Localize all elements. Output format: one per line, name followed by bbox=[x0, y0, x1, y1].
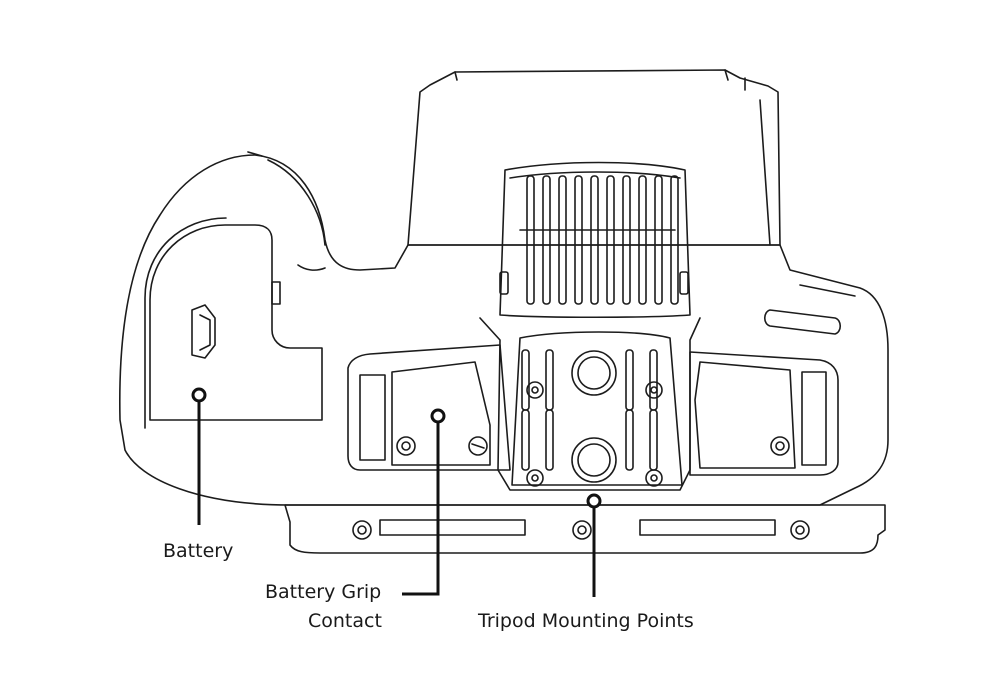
grill-slat bbox=[622, 175, 631, 305]
plate-slot bbox=[625, 409, 634, 471]
grill-slat bbox=[654, 175, 663, 305]
plate-slot bbox=[521, 349, 530, 411]
callout-battery-grip-contact bbox=[402, 408, 446, 596]
bottom-plate bbox=[284, 504, 886, 554]
grill-slat bbox=[590, 175, 599, 305]
grill-slat bbox=[574, 175, 583, 305]
grill-slat bbox=[638, 175, 647, 305]
plate-slot bbox=[521, 409, 530, 471]
callout-battery bbox=[191, 387, 207, 525]
battery-door bbox=[144, 217, 326, 429]
side-slot bbox=[763, 284, 856, 335]
plate-slot bbox=[649, 349, 658, 411]
plate-slot bbox=[625, 349, 634, 411]
ventilation-grill bbox=[499, 161, 691, 319]
callout-tripod-mounting-points bbox=[586, 493, 602, 597]
grill-slat bbox=[670, 175, 679, 305]
right-recessed-panel bbox=[689, 351, 839, 476]
grill-slat bbox=[558, 175, 567, 305]
grill-slat bbox=[526, 175, 535, 305]
tripod-mount-plate bbox=[479, 317, 701, 491]
grill-slat bbox=[606, 175, 615, 305]
label-tripod-mounting-points: Tripod Mounting Points bbox=[478, 610, 694, 632]
camera-body bbox=[118, 151, 889, 506]
plate-slot bbox=[545, 349, 554, 411]
lens-mount-housing bbox=[407, 69, 781, 246]
label-battery-grip-contact-line2: Contact bbox=[308, 610, 382, 632]
label-battery: Battery bbox=[163, 540, 234, 562]
grip-contact-panel bbox=[347, 344, 511, 471]
plate-slot bbox=[545, 409, 554, 471]
plate-slot bbox=[649, 409, 658, 471]
grill-slat bbox=[542, 175, 551, 305]
label-battery-grip-contact-line1: Battery Grip bbox=[265, 581, 382, 603]
